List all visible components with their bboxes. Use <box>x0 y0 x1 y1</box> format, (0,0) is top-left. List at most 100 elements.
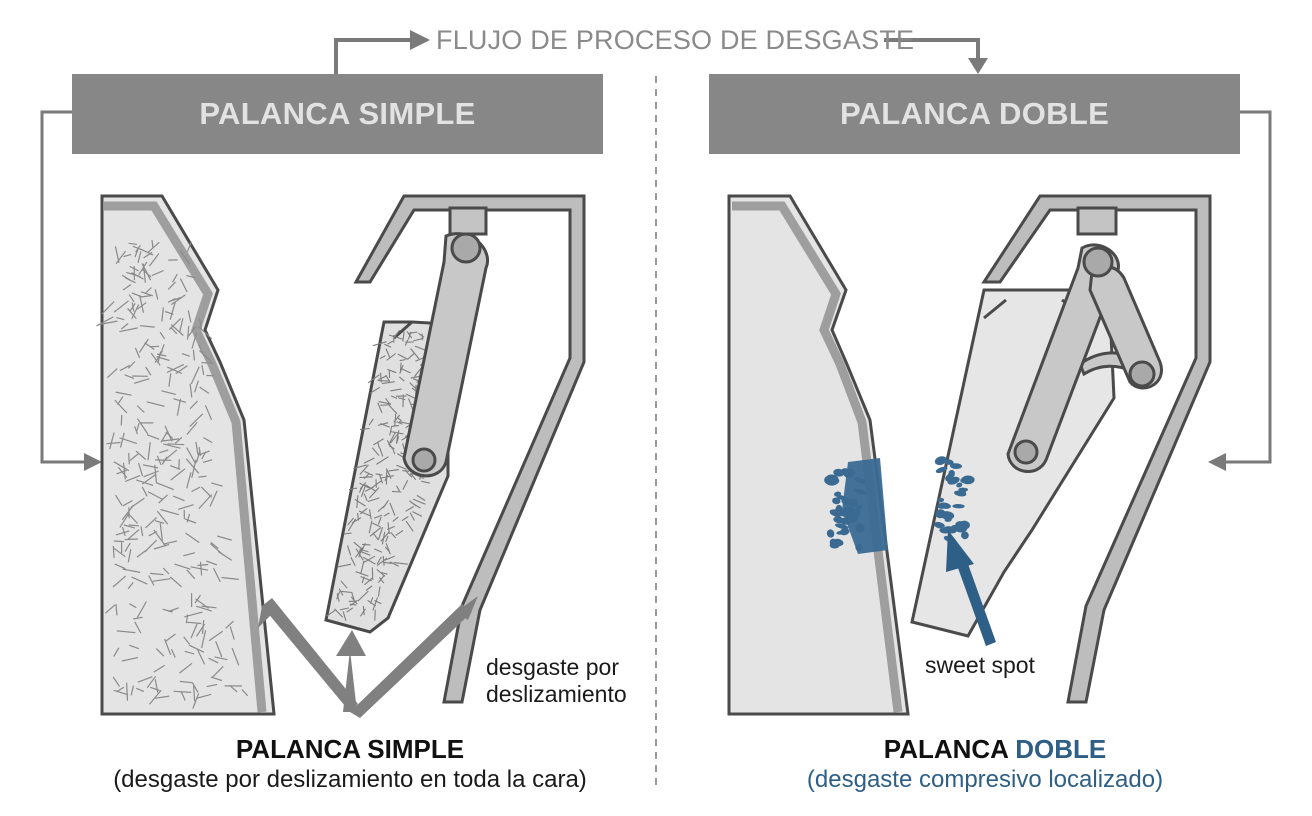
wear-scratch <box>336 591 341 600</box>
wear-scratch <box>128 452 130 465</box>
wear-scratch <box>172 273 178 283</box>
wear-scratch <box>385 535 389 543</box>
wear-scratch <box>373 548 383 553</box>
wear-scratch <box>360 486 366 497</box>
wear-scratch <box>160 508 179 516</box>
wear-scratch <box>410 348 420 360</box>
wear-scratch <box>409 512 415 521</box>
wear-scratch <box>405 506 414 512</box>
wear-scratch <box>395 529 404 536</box>
wear-spot <box>947 473 955 478</box>
wear-scratch <box>189 383 193 398</box>
wear-scratch <box>210 676 223 682</box>
wear-scratch <box>179 278 188 293</box>
wear-scratch <box>339 607 350 611</box>
wear-scratch <box>121 274 130 281</box>
wear-scratch <box>185 458 200 474</box>
wear-scratch <box>363 555 376 564</box>
wear-scratch <box>112 547 126 558</box>
wear-spot <box>829 538 837 547</box>
wear-scratch <box>113 647 120 657</box>
wear-scratch <box>154 520 165 524</box>
wear-scratch <box>153 543 170 550</box>
callout-sliding-line-2: deslizamiento <box>486 681 627 707</box>
wear-scratch <box>388 432 396 446</box>
wear-scratch <box>399 364 404 374</box>
wear-scratch <box>382 555 385 566</box>
wear-scratch <box>115 250 126 265</box>
wear-spot <box>951 525 964 532</box>
caption-title-doble-plain: PALANCA <box>883 734 1016 764</box>
wear-scratch <box>206 683 218 688</box>
wear-scratch <box>174 563 191 570</box>
wear-scratch <box>402 480 409 490</box>
wear-scratch <box>158 494 168 504</box>
wear-scratch <box>131 292 143 298</box>
wear-scratch <box>368 487 380 499</box>
wear-scratch <box>189 413 204 428</box>
wear-scratch <box>159 331 166 340</box>
wear-scratch <box>377 527 384 540</box>
wear-scratch <box>116 317 125 321</box>
wear-scratch <box>359 476 373 479</box>
wear-scratch <box>372 522 381 528</box>
wear-scratch <box>364 577 373 586</box>
wear-scratch <box>172 495 185 502</box>
wear-scratch <box>377 402 383 414</box>
wear-scratch <box>173 690 192 693</box>
wear-scratch <box>198 475 207 478</box>
wear-scratch <box>186 274 196 279</box>
wear-spot <box>935 509 946 519</box>
wear-scratch <box>114 563 126 570</box>
wear-scratch <box>136 405 145 413</box>
wear-scratch <box>355 571 369 577</box>
wear-scratch <box>177 504 194 510</box>
wear-scratch <box>127 529 140 541</box>
wear-scratch <box>350 556 356 566</box>
wear-scratch <box>199 561 203 576</box>
wear-scratch <box>351 592 355 600</box>
wear-scratch <box>214 656 228 661</box>
wear-scratch <box>140 248 154 256</box>
wear-scratch <box>201 451 207 460</box>
wear-scratch <box>134 621 142 634</box>
wear-scratch <box>98 320 118 326</box>
wear-scratch <box>140 295 152 298</box>
callout-sweet-spot: sweet spot <box>925 652 1035 678</box>
caption-title-doble-accent: DOBLE <box>1015 734 1107 764</box>
wear-scratch <box>122 500 133 507</box>
wear-scratch <box>369 597 374 604</box>
wear-scratch <box>390 531 397 539</box>
wear-scratch <box>217 535 232 541</box>
wear-scratch <box>377 586 381 597</box>
wear-scratch <box>387 522 390 534</box>
wear-scratch <box>359 427 370 430</box>
wear-scratch <box>149 689 162 705</box>
wear-scratch <box>217 550 233 561</box>
wear-spot <box>950 463 962 470</box>
wear-scratch <box>121 323 129 330</box>
wear-scratch <box>202 459 213 463</box>
wear-scratch <box>416 494 426 502</box>
wear-scratch <box>407 331 412 340</box>
left-fixed-jaw <box>96 194 276 716</box>
wear-scratch <box>112 676 121 687</box>
wear-scratch <box>144 342 155 350</box>
wear-scratch <box>134 426 138 435</box>
wear-scratch <box>131 576 148 585</box>
wear-scratch <box>400 367 411 374</box>
wear-scratch <box>146 401 165 407</box>
wear-scratch <box>365 585 373 592</box>
wear-scratch <box>138 338 149 353</box>
wear-scratch <box>186 447 197 464</box>
wear-scratch <box>119 437 138 445</box>
wear-scratch <box>340 590 353 594</box>
wear-scratch <box>134 378 150 384</box>
wear-scratch <box>162 567 170 575</box>
wear-scratch <box>167 281 176 290</box>
wear-scratch <box>355 548 364 561</box>
wear-scratch <box>131 304 140 320</box>
wear-scratch <box>208 630 224 642</box>
caption-title-doble: PALANCA DOBLE <box>800 732 1190 766</box>
wear-scratch <box>190 366 200 385</box>
